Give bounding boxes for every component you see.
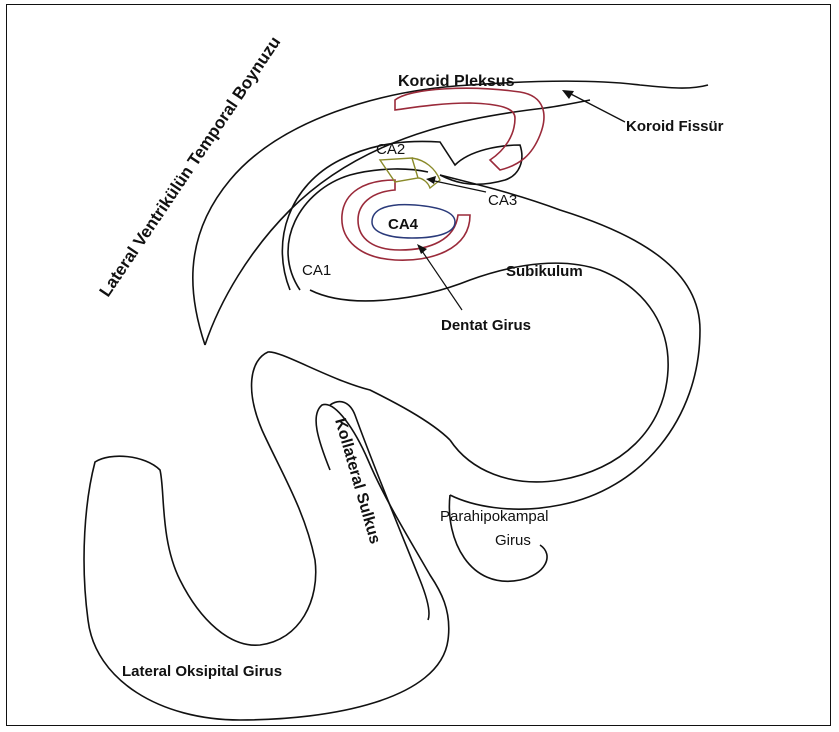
label-parahippocampal-line1: Parahipokampal — [440, 508, 548, 525]
label-dentate-gyrus: Dentat Girus — [441, 317, 531, 334]
label-collateral-sulcus: Kollateral Sulkus — [331, 416, 383, 546]
label-ca3: CA3 — [488, 192, 517, 209]
koroid-fissur-arrow — [567, 92, 625, 122]
label-choroid-plexus: Koroid Pleksus — [398, 73, 515, 90]
label-parahippocampal-line2: Girus — [495, 532, 531, 549]
label-subiculum: Subikulum — [506, 263, 583, 280]
ca2-ca3-shape — [380, 158, 440, 188]
label-ca4: CA4 — [388, 216, 419, 233]
label-lateral-ventricle: Lateral Ventrikülün Temporal Boynuzu — [96, 33, 285, 300]
label-lateral-occipital-gyrus: Lateral Oksipital Girus — [122, 663, 282, 680]
label-ca1: CA1 — [302, 262, 331, 279]
label-ca2: CA2 — [376, 141, 405, 158]
label-choroid-fissure: Koroid Fissür — [626, 118, 724, 135]
dentate-leader — [420, 248, 462, 310]
